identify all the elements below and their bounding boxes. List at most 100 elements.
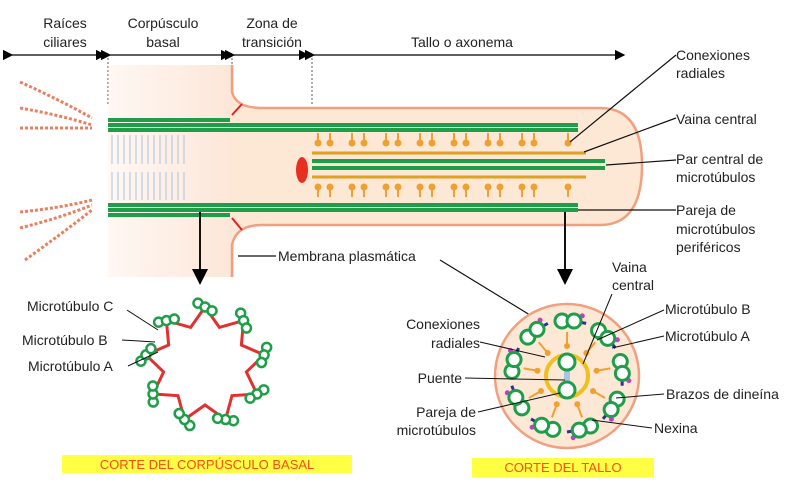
basal-plate	[296, 157, 308, 183]
label-xs-radial-2: radiales	[431, 335, 480, 351]
caption-stalk: CORTE DEL TALLO	[504, 460, 621, 475]
caption-basal: CORTE DEL CORPÚSCULO BASAL	[100, 457, 315, 472]
spoke-head	[564, 343, 570, 349]
label-transition: Zona de	[246, 15, 298, 31]
spoke-head	[484, 139, 492, 147]
microtubule	[168, 313, 181, 325]
label-central-pair: Par central de	[676, 151, 763, 167]
caption-basal-bg	[62, 455, 352, 473]
microtubule-b	[570, 421, 588, 439]
label-roots: Raíces	[43, 15, 87, 31]
microtubule	[206, 305, 218, 317]
ciliary-roots	[19, 80, 93, 262]
spoke-head	[518, 183, 526, 191]
label-mt-c: Microtúbulo C	[27, 298, 113, 314]
label-peripheral: Pareja de	[676, 202, 736, 218]
microtubule-b	[528, 320, 546, 338]
label-peripheral-2: microtúbulos	[676, 221, 755, 237]
region-labels: Raíces ciliares Corpúsculo basal Zona de…	[43, 15, 513, 50]
label-xs-mt-a: Microtúbulo A	[665, 328, 750, 344]
peripheral-microtubules	[108, 118, 578, 217]
label-xs-mt-b: Microtúbulo B	[665, 301, 751, 317]
spoke-head	[348, 183, 356, 191]
spoke-head	[574, 401, 581, 408]
caption-stalk-bg	[472, 458, 654, 477]
spoke-head	[593, 367, 600, 374]
transition-fiber	[231, 103, 243, 116]
spoke-head	[428, 183, 436, 191]
spoke-head	[462, 139, 470, 147]
basal-body-cross-section	[135, 297, 273, 432]
label-xs-pair-2: microtúbulos	[397, 422, 476, 438]
microtubule	[173, 407, 185, 420]
label-bridge: Puente	[418, 370, 463, 386]
transition-fiber	[231, 217, 243, 231]
spoke-head	[394, 139, 402, 147]
spoke-head	[534, 367, 541, 374]
spoke-head	[538, 388, 545, 394]
label-xs-sheath-2: central	[612, 277, 654, 293]
basal-body	[108, 65, 234, 277]
label-basal: Corpúsculo	[128, 15, 199, 31]
spoke-head	[326, 183, 334, 191]
cilium-membrane	[230, 65, 644, 277]
radial-spokes	[314, 133, 572, 197]
basal-triplets	[111, 135, 185, 200]
label-dynein: Brazos de dineína	[666, 386, 779, 402]
spoke-head	[518, 139, 526, 147]
spoke-head	[484, 183, 492, 191]
spoke-head	[348, 139, 356, 147]
spoke-head	[553, 401, 560, 408]
label-radial-2: radiales	[676, 65, 725, 81]
spoke-head	[428, 139, 436, 147]
spoke-head	[416, 183, 424, 191]
microtubule	[145, 342, 157, 355]
spoke-head	[450, 139, 458, 147]
microtubule-b	[533, 416, 551, 434]
label-radial: Conexiones	[676, 47, 750, 63]
spoke-head	[416, 139, 424, 147]
label-basal-2: basal	[146, 34, 179, 50]
stalk-pointers	[464, 293, 665, 429]
spoke-head	[314, 139, 322, 147]
label-xs-radial: Conexiones	[406, 316, 480, 332]
stalk-labels: Vaina central Microtúbulo B Microtúbulo …	[397, 259, 779, 438]
microtubule	[255, 356, 268, 369]
microtubule	[211, 412, 224, 425]
microtubule-b	[602, 401, 620, 419]
label-mt-b: Microtúbulo B	[22, 332, 108, 348]
central-pair	[312, 151, 605, 179]
spoke-head	[394, 183, 402, 191]
microtubule-b	[613, 364, 631, 382]
basal-pointers	[121, 309, 159, 367]
spoke-head	[326, 139, 334, 147]
right-labels: Conexiones radiales Vaina central Par ce…	[278, 47, 763, 264]
spoke-head	[589, 388, 596, 394]
spoke-head	[496, 183, 504, 191]
spoke-head	[382, 139, 390, 147]
label-transition-2: transición	[242, 34, 302, 50]
microtubule-b	[505, 351, 523, 369]
spoke-head	[360, 139, 368, 147]
spoke-head	[564, 139, 572, 147]
label-roots-2: ciliares	[43, 34, 87, 50]
spoke-head	[462, 183, 470, 191]
label-xs-sheath: Vaina	[612, 259, 647, 275]
microtubule	[147, 380, 159, 392]
spoke-head	[496, 139, 504, 147]
dynein-arm	[608, 416, 614, 422]
central-microtubule	[557, 352, 577, 372]
spoke-head	[530, 139, 538, 147]
central-microtubule	[557, 380, 577, 400]
axoneme-cross-section	[493, 302, 641, 450]
microtubule-b	[565, 312, 583, 330]
label-xs-pair: Pareja de	[416, 404, 476, 420]
label-peripheral-3: periféricos	[676, 239, 741, 255]
spoke-head	[530, 183, 538, 191]
spoke-head	[360, 183, 368, 191]
label-axoneme: Tallo o axonema	[411, 34, 513, 50]
spoke-head	[450, 183, 458, 191]
microtubule	[240, 322, 253, 334]
label-central-pair-2: microtúbulos	[676, 169, 755, 185]
